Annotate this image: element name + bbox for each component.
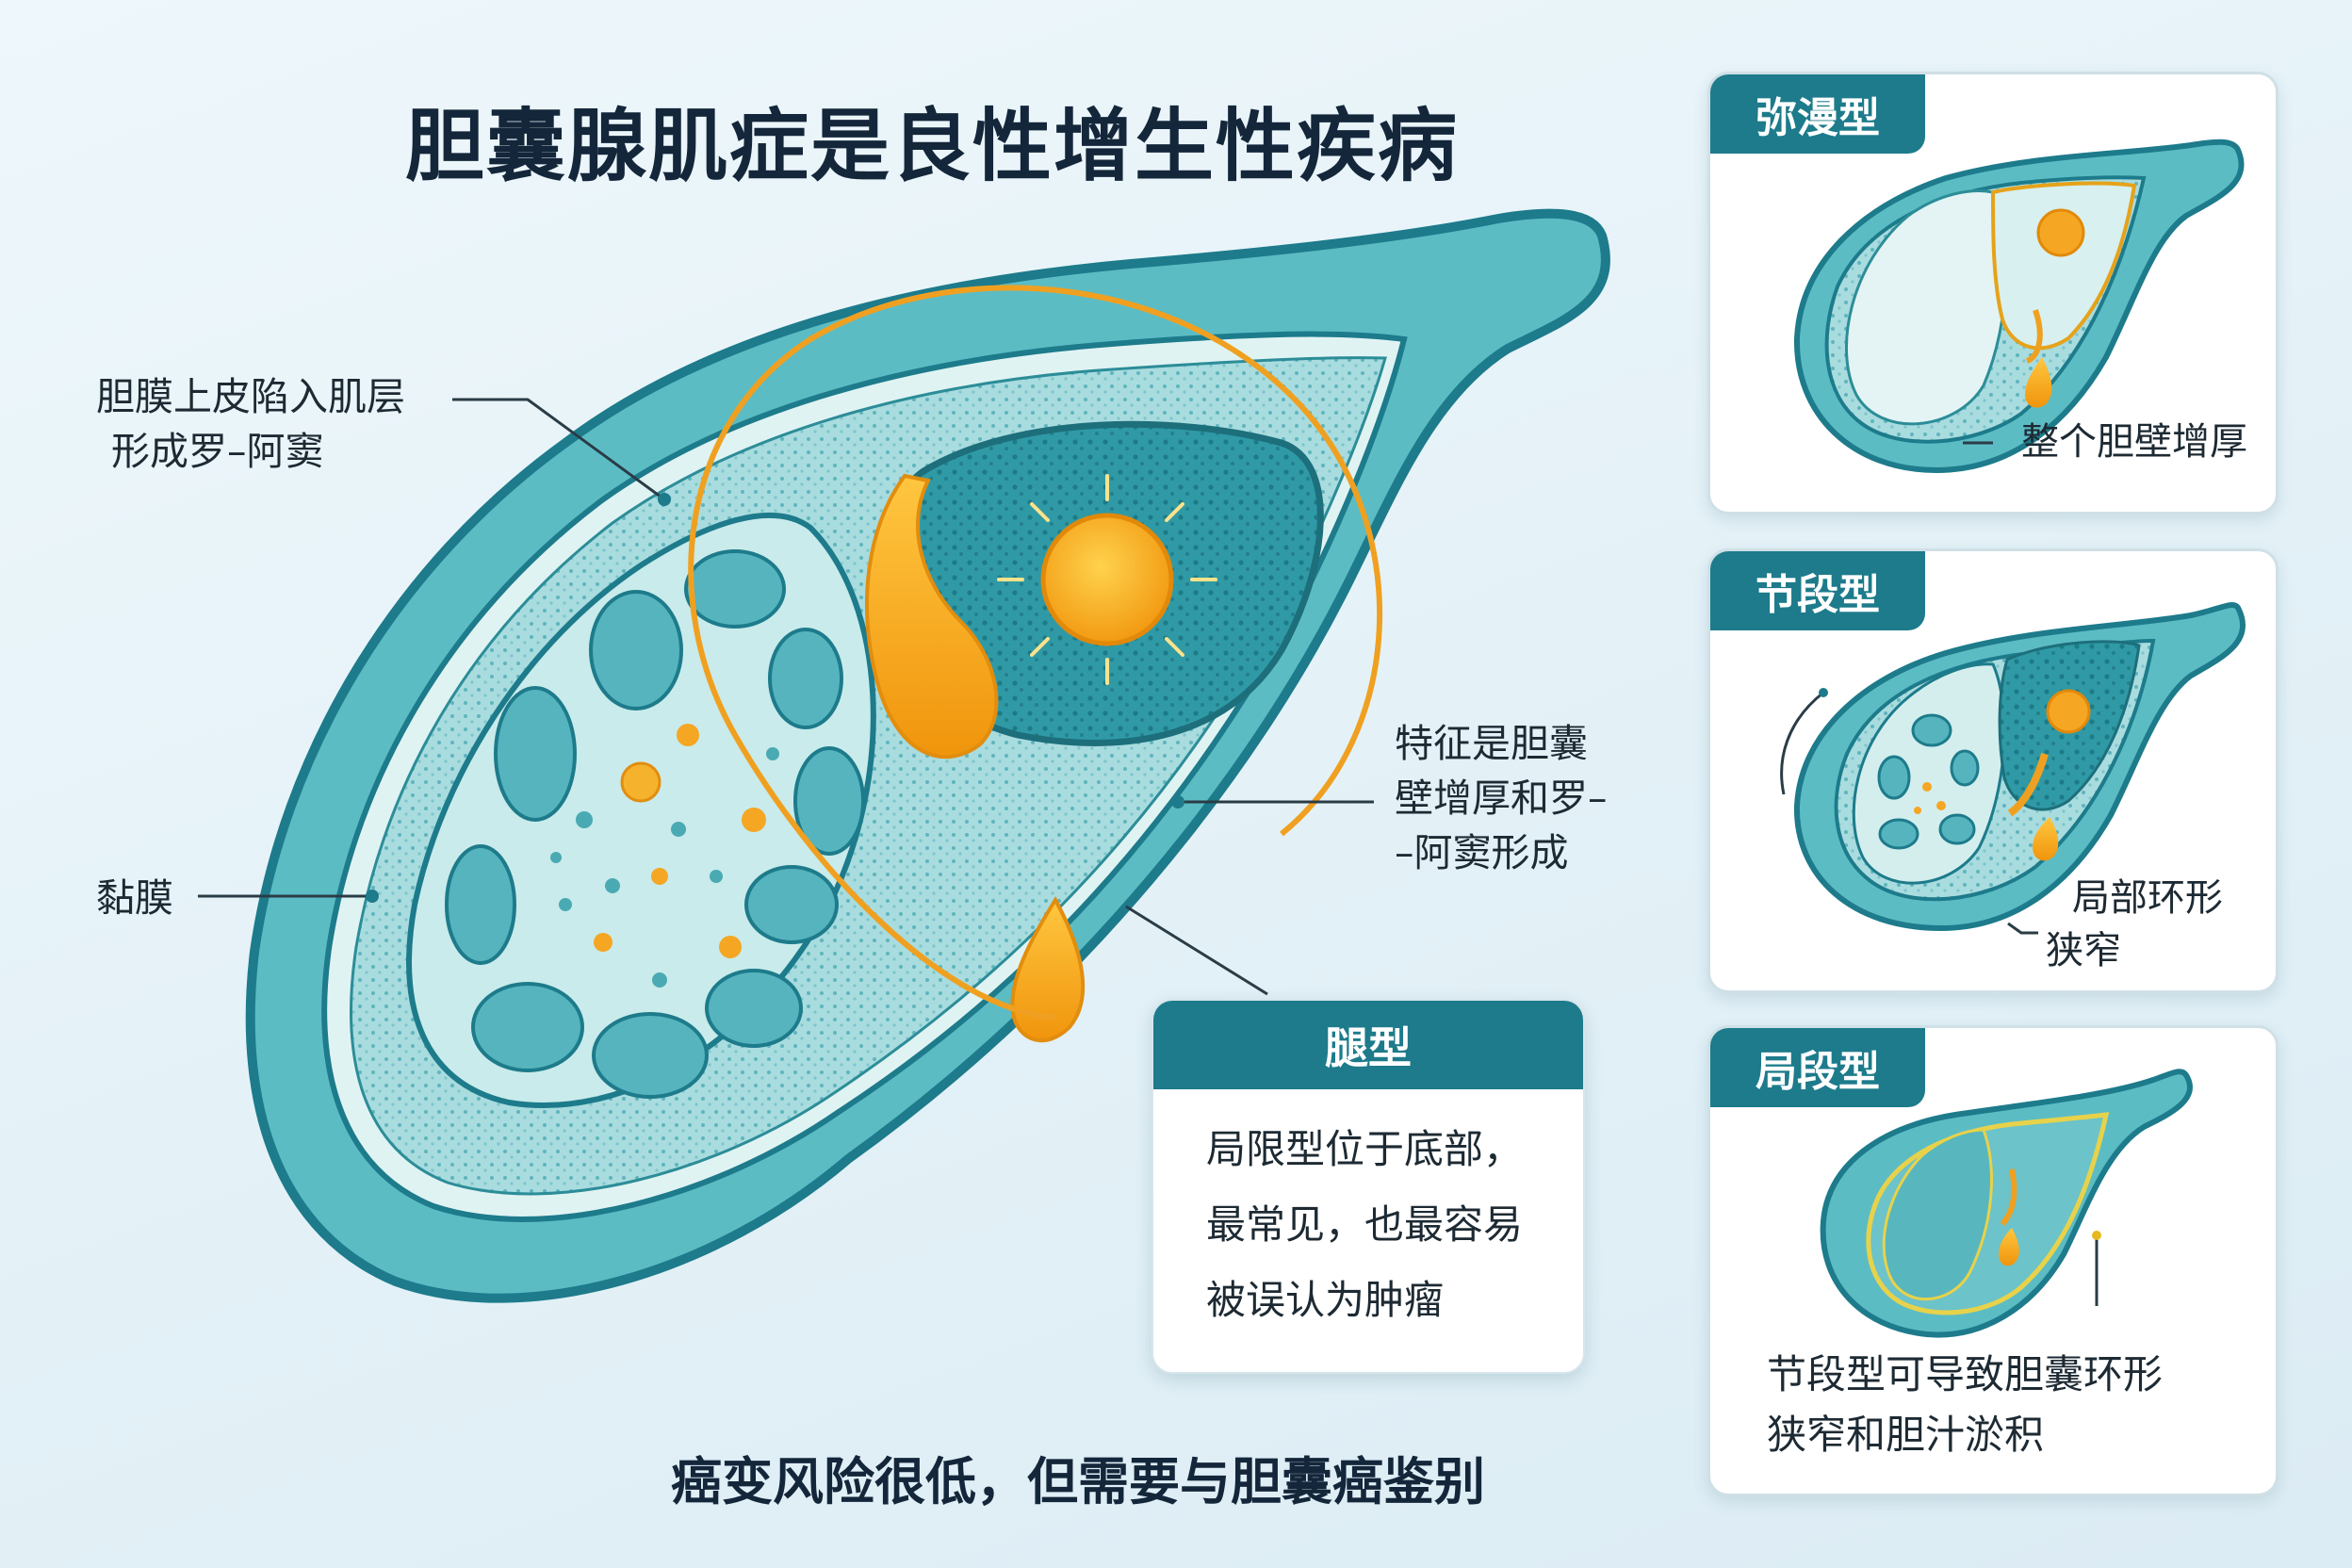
sinus-glow-rays [997, 474, 1217, 685]
panel-segmental-title: 节段型 [1710, 551, 1925, 630]
label-epithelium: 胆膜上皮陷入肌层 形成罗–阿窦 [96, 374, 405, 474]
panel-diffuse-title: 弥漫型 [1710, 74, 1925, 154]
panel-localized-type: 局段型 节段型可导致胆囊环形 狭窄和胆汁淤积 [1707, 1025, 2278, 1496]
mucosa-cells [445, 549, 865, 1099]
mucosa-granules [550, 724, 779, 988]
panel-diffuse-illustration [1793, 139, 2245, 474]
panel-segmental-illustration [1780, 602, 2246, 935]
panel-segmental-type: 节段型 局部环形 狭窄 [1707, 548, 2278, 993]
panel-localized-title: 局段型 [1710, 1028, 1925, 1107]
bottom-note: 癌变风险很低，但需要与胆囊癌鉴别 [671, 1452, 1485, 1511]
bile-channel [865, 473, 999, 760]
leader-lines [198, 398, 1374, 996]
callout-body: 局限型位于底部， 最常见，也最容易 被误认为肿瘤 [1206, 1126, 1524, 1323]
bile-droplet [1010, 896, 1086, 1043]
panel-diffuse-type: 弥漫型 整个胆壁增厚 [1707, 72, 2278, 514]
callout-title: 腿型 [1153, 1001, 1583, 1089]
label-mucosa: 黏膜 [96, 875, 173, 921]
panel-segmental-desc: 局部环形 狭窄 [2046, 876, 2223, 972]
label-feature: 特征是胆囊 壁增厚和罗– –阿窦形成 [1395, 721, 1608, 875]
page-title: 胆囊腺肌症是良性增生性疾病 [405, 100, 1460, 192]
callout-fundal-type: 腿型 局限型位于底部， 最常见，也最容易 被误认为肿瘤 [1152, 999, 1585, 1374]
gallbladder-cross-section-diagram [198, 208, 1610, 1303]
panel-localized-desc: 节段型可导致胆囊环形 狭窄和胆汁淤积 [1767, 1351, 2164, 1458]
bile-nodule [1040, 513, 1174, 646]
magnifier-ring [688, 285, 1383, 1021]
panel-diffuse-desc: 整个胆壁增厚 [2021, 420, 2247, 464]
panel-localized-illustration [1820, 1069, 2193, 1338]
